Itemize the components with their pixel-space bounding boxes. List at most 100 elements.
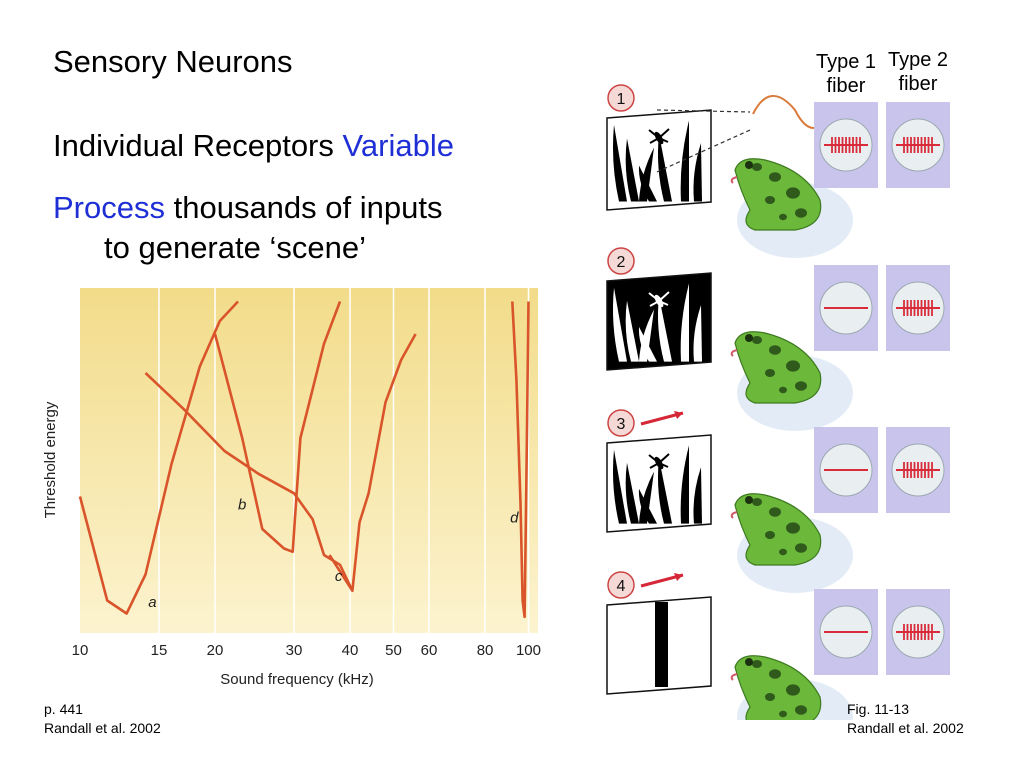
frog-vision-figure: Type 1 fiber Type 2 fiber 1 2 3 4: [606, 49, 950, 720]
grass-blade: [625, 462, 639, 524]
x-tick-label: 60: [421, 642, 438, 659]
grass-blade: [638, 488, 657, 524]
figure-panel-3: 3: [606, 409, 950, 593]
citation-left: p. 441 Randall et al. 2002: [44, 700, 161, 738]
slide-title: Sensory Neurons: [53, 44, 293, 79]
frog-spot: [769, 507, 781, 517]
curve-label-c: c: [335, 568, 343, 585]
frog-spot: [765, 531, 775, 539]
grass-blade: [638, 326, 657, 362]
frog-spot: [779, 213, 787, 221]
grass-blade: [693, 143, 702, 202]
grass-blade: [625, 300, 639, 362]
y-axis-label: Threshold energy: [42, 401, 59, 518]
grass-blade: [638, 165, 657, 202]
frog-spot: [786, 684, 800, 696]
grass-blade: [657, 458, 672, 524]
gaze-lines: [656, 109, 751, 173]
frog-spot: [765, 369, 775, 377]
frog-spot: [752, 163, 762, 171]
frog-spot: [752, 660, 762, 668]
grass-blade: [657, 296, 672, 362]
frog-mouth: [730, 176, 738, 184]
moving-bar: [655, 602, 668, 687]
type1-header-line1: Type 1: [816, 51, 876, 73]
bullet-process-text: thousands of inputs: [173, 190, 443, 225]
frog-spot: [752, 336, 762, 344]
frog-mouth: [730, 511, 738, 519]
frog-spot: [779, 548, 787, 556]
grass-blade: [693, 305, 702, 362]
figure-panel-2: 2: [606, 247, 950, 431]
bullet-receptors-text: Individual Receptors: [53, 128, 334, 163]
frog-spot: [786, 187, 800, 199]
frog-spot: [779, 386, 787, 394]
series-line-d-left: [328, 333, 417, 593]
panel-number-badge: [607, 571, 635, 599]
frog-spot: [795, 208, 807, 218]
frog-eye: [745, 334, 753, 342]
frog-spot: [769, 172, 781, 182]
frog-spot: [765, 196, 775, 204]
x-tick-label: 40: [342, 642, 359, 659]
frog-spot: [786, 360, 800, 372]
frog-spot: [752, 498, 762, 506]
frog-spot: [795, 705, 807, 715]
x-axis-label: Sound frequency (kHz): [220, 671, 373, 688]
frog-spot: [769, 345, 781, 355]
citation-right-source: Randall et al. 2002: [847, 720, 964, 736]
grass-blade: [612, 287, 627, 362]
citation-left-source: Randall et al. 2002: [44, 720, 161, 736]
panel-number: 4: [617, 578, 626, 595]
frog-mouth: [730, 349, 738, 357]
insect-wings: [648, 128, 670, 144]
frog-body: [734, 493, 822, 566]
panel-number-badge: [607, 84, 635, 112]
curve-label-a: a: [148, 594, 156, 611]
x-tick-label: 10: [72, 642, 89, 659]
frog-eye: [745, 161, 753, 169]
grass-blade: [625, 138, 639, 202]
grass-blade: [612, 125, 627, 202]
citation-right: Fig. 11-13 Randall et al. 2002: [847, 700, 964, 738]
panel-number: 3: [617, 416, 626, 433]
panel-number-badge: [607, 409, 635, 437]
citation-left-page: p. 441: [44, 701, 83, 717]
frog-body: [734, 331, 822, 404]
type2-header-line2: fiber: [899, 73, 938, 95]
bullet-receptors-highlight: Variable: [342, 128, 454, 163]
insect-wings: [648, 291, 670, 307]
figure-panel-4: 4: [606, 571, 950, 720]
x-tick-label: 50: [385, 642, 402, 659]
grass-blade: [680, 445, 689, 524]
frog-spot: [765, 693, 775, 701]
curve-label-d: d: [510, 510, 519, 527]
grass-blade: [693, 467, 702, 524]
grass-blade: [680, 283, 689, 362]
motion-arrowhead: [674, 573, 683, 581]
figure-panel-1: 1: [606, 84, 950, 258]
frog-spot: [779, 710, 787, 718]
bullet-process: Process thousands of inputs: [53, 190, 442, 226]
panel-number: 2: [617, 254, 626, 271]
series-line-d-right: [511, 301, 530, 619]
type2-header-line1: Type 2: [888, 49, 948, 71]
frog-body: [734, 655, 822, 720]
curve-label-b: b: [238, 497, 246, 514]
x-tick-label: 30: [286, 642, 303, 659]
bullet-receptors: Individual Receptors Variable: [53, 128, 454, 164]
type1-header-line2: fiber: [827, 75, 866, 97]
series-line-a: [78, 300, 239, 615]
x-tick-label: 15: [151, 642, 168, 659]
bullet-process-continuation: to generate ‘scene’: [104, 230, 366, 265]
motion-arrowhead: [674, 411, 683, 419]
panel-number: 1: [617, 91, 626, 108]
frog-spot: [786, 522, 800, 534]
frog-eye: [745, 496, 753, 504]
grass-blade: [612, 449, 627, 524]
citation-right-fig: Fig. 11-13: [847, 701, 909, 717]
panel-number-badge: [607, 247, 635, 275]
frog-spot: [795, 543, 807, 553]
x-tick-label: 20: [207, 642, 224, 659]
frog-mouth: [730, 673, 738, 681]
